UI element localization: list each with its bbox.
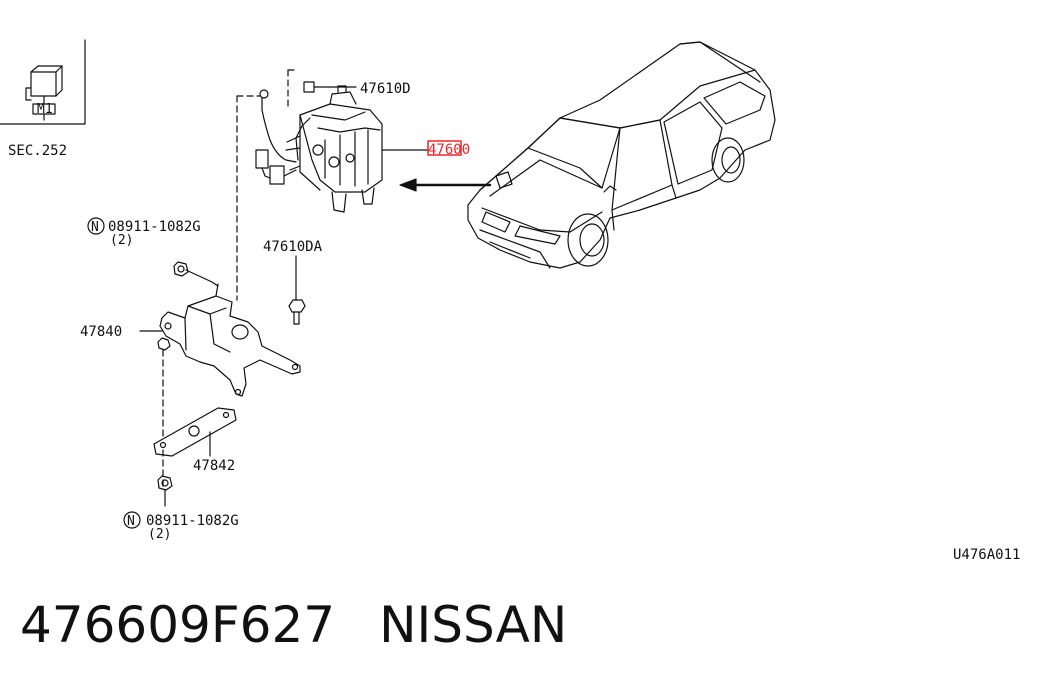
- nut-bottom: [157, 475, 173, 507]
- part-08911-bottom-label: 08911-1082G: [146, 513, 239, 529]
- qty-top-label: (2): [110, 233, 133, 248]
- bolt-bracket-left: [157, 337, 171, 351]
- bolt-47610d: [303, 81, 357, 93]
- relay-icon: [25, 65, 63, 121]
- footer: 476609F627 NISSAN: [20, 596, 567, 654]
- footer-part-number: 476609F627: [20, 596, 336, 654]
- part-47842-label: 47842: [193, 458, 235, 474]
- part-47610da-label: 47610DA: [263, 239, 323, 255]
- footer-brand: NISSAN: [379, 596, 568, 654]
- part-47610d-label: 47610D: [360, 81, 411, 97]
- bracket-47840: [159, 283, 301, 397]
- bolt-47610da: [288, 255, 306, 325]
- nut-symbol-bottom: [123, 511, 141, 529]
- relay-reference-box: [0, 39, 86, 125]
- direction-arrow: [399, 178, 492, 192]
- nut-n-top: N: [91, 220, 99, 235]
- part-47840-label: 47840: [80, 324, 122, 340]
- qty-bottom-label: (2): [148, 527, 171, 542]
- sec-ref-label: SEC.252: [8, 143, 67, 159]
- relay-mark-label: M1: [37, 102, 53, 117]
- abs-actuator-unit: [285, 85, 383, 213]
- nut-symbol-top: [87, 217, 105, 235]
- nut-n-bottom: N: [127, 514, 135, 529]
- phantom-lines: [162, 69, 297, 491]
- plate-47842: [153, 407, 237, 457]
- nut-top: [173, 261, 219, 287]
- car-illustration: [467, 41, 776, 269]
- wiring-harness: [255, 89, 297, 185]
- figure-code-label: U476A011: [953, 547, 1020, 563]
- highlight-box: [427, 140, 462, 156]
- part-47600-label: 47600: [428, 142, 470, 158]
- part-08911-top-label: 08911-1082G: [108, 219, 201, 235]
